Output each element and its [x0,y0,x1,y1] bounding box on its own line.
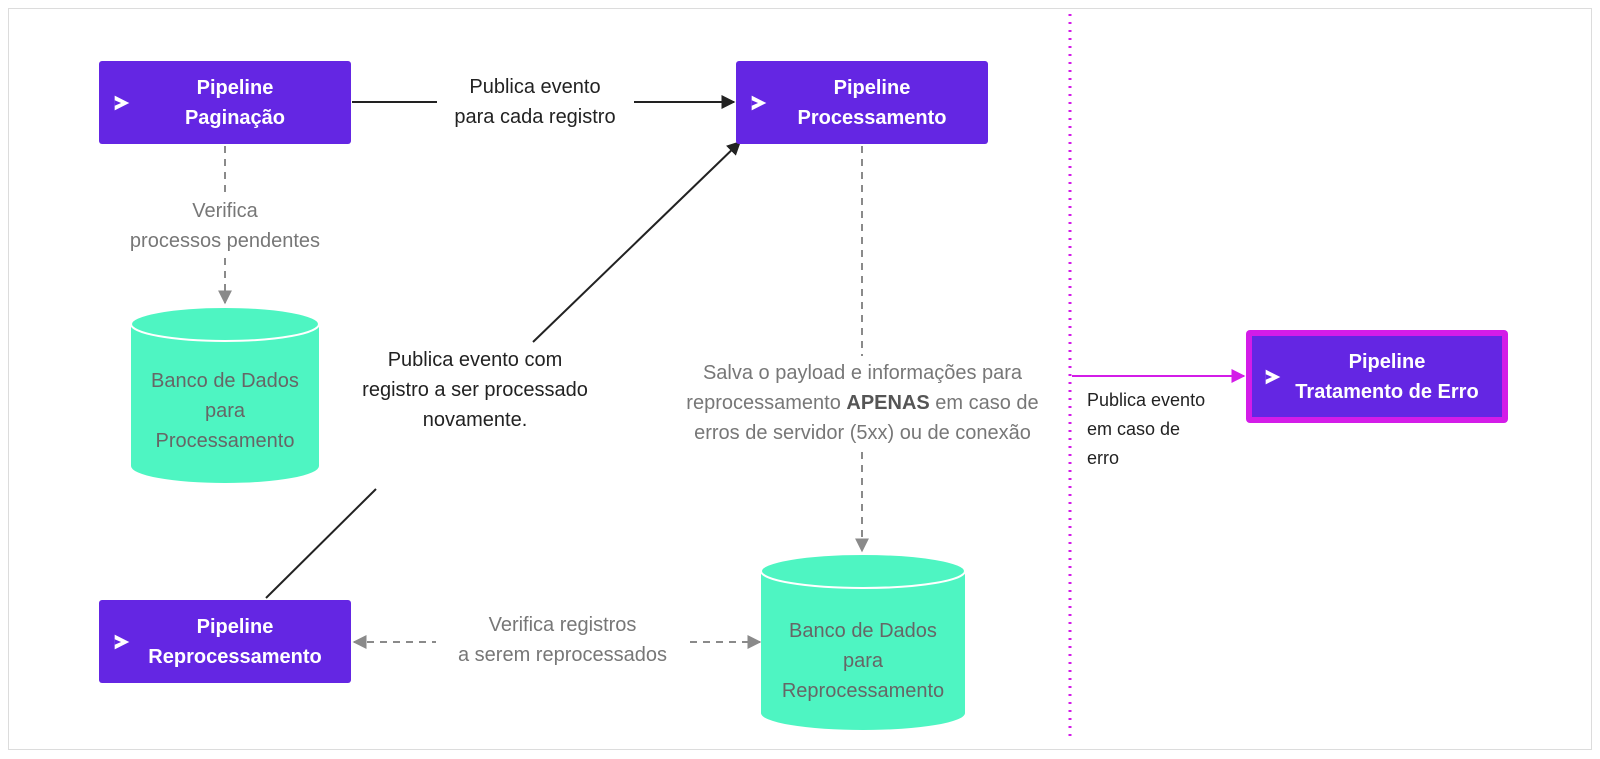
pipeline-icon [114,95,130,110]
diagram-frame [8,8,1592,750]
label-verifica-registros: Verifica registros a serem reprocessados [458,614,667,666]
node-subtitle: Reprocessamento [148,645,322,668]
emphasis-apenas: APENAS [846,392,930,414]
database-processamento: Banco de Dados para Processamento [130,306,320,484]
label-salva-payload: Salva o payload e informações para repro… [686,362,1039,444]
label-publica-cada-registro: Publica evento para cada registro [454,76,616,128]
db-label-line: Banco de Dados [789,620,937,642]
node-pipeline-paginacao: Pipeline Paginação [99,61,351,144]
db-label-line: Processamento [155,430,295,452]
label-publica-erro: Publica evento em caso de erro [1087,390,1206,468]
database-icon [130,306,320,483]
edge-reprocessamento-processamento-b [532,141,742,343]
label-verifica-pendentes: Verifica processos pendentes [129,200,321,252]
node-pipeline-reprocessamento: Pipeline Reprocessamento [99,600,351,683]
node-title: Pipeline [196,76,274,99]
pipeline-icon [751,95,767,110]
node-title: Pipeline [1348,350,1426,373]
database-reprocessamento: Banco de Dados para Reprocessamento [760,553,966,731]
node-subtitle: Paginação [184,106,286,129]
db-label-line: Reprocessamento [781,680,945,702]
node-subtitle: Processamento [797,106,947,129]
node-pipeline-tratamento-erro: Pipeline Tratamento de Erro [1246,330,1508,423]
node-pipeline-processamento: Pipeline Processamento [736,61,988,144]
node-title: Pipeline [833,76,911,99]
node-subtitle: Tratamento de Erro [1295,380,1479,403]
edge-reprocessamento-processamento-a [265,488,377,599]
label-publica-novamente: Publica evento com registro a ser proces… [362,349,588,431]
db-label-line: para [842,650,884,672]
node-title: Pipeline [196,615,274,638]
database-icon [760,553,966,730]
pipeline-icon [1265,369,1281,384]
db-label-line: Banco de Dados [151,370,299,392]
db-label-line: para [204,400,246,422]
pipeline-icon [114,634,130,649]
